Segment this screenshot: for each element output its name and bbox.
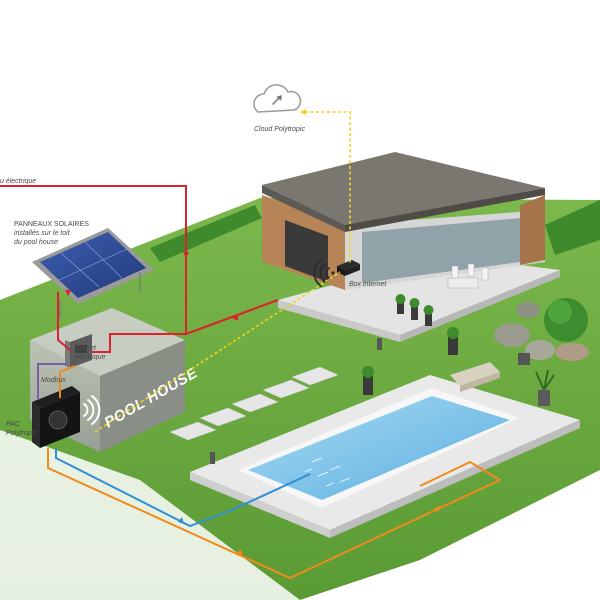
rocks (494, 298, 589, 361)
coffret-label-1: Coffret (75, 345, 97, 352)
pac-label-1: PAC (6, 421, 21, 428)
data-arrow (300, 109, 306, 115)
stepping-stones (169, 366, 339, 441)
solar-label-3: du pool house (14, 239, 58, 246)
pac-label-2: Polytropic (6, 430, 37, 437)
solar-label-1: PANNEAUX SOLAIRES (14, 221, 89, 228)
coffret-label-2: électrique (75, 354, 105, 361)
wifi-icon-house (313, 259, 335, 287)
pool-house: POOL HOUSE (30, 308, 201, 452)
pac-power-line (59, 365, 76, 398)
data-lines (94, 111, 351, 433)
cloud-icon (253, 84, 302, 113)
main-house (262, 152, 545, 290)
grid-label: u électrique (0, 178, 36, 185)
terrace (278, 255, 560, 335)
cloud-label: Cloud Polytropic (254, 126, 305, 133)
water-circuit (47, 448, 503, 580)
wifi-icon-pac (83, 395, 101, 425)
water-arrows (178, 506, 441, 557)
modbus-line (37, 363, 68, 400)
planters (362, 294, 555, 406)
solar-label-2: installés sur le toit (14, 230, 71, 237)
electric-box (65, 334, 92, 368)
terrace-furniture (447, 263, 489, 289)
power-arrows (65, 252, 238, 321)
lamp-posts (210, 338, 530, 464)
box-internet-label: Box internet (349, 281, 387, 288)
power-lines (0, 185, 279, 353)
router-icon (337, 260, 360, 276)
heat-pump-icon (32, 386, 80, 448)
hedge-right (545, 200, 600, 255)
solar-panel (32, 228, 154, 318)
house-roof (262, 152, 545, 225)
hedge (150, 205, 262, 262)
modbus-label: Modbus (41, 377, 66, 384)
